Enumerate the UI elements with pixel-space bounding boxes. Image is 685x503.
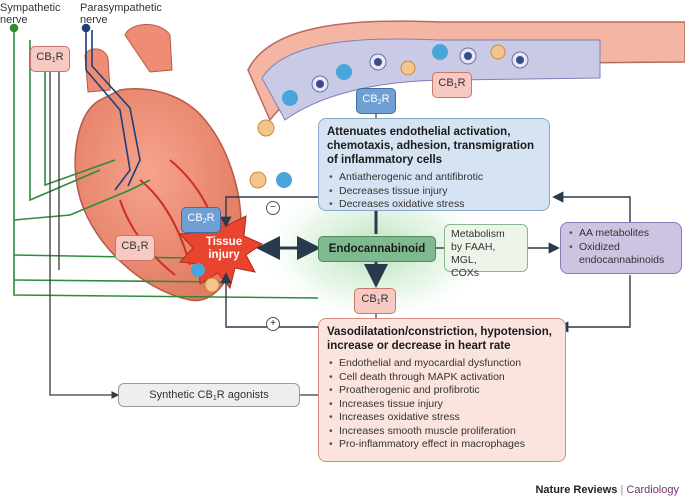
list-item: Decreases oxidative stress — [329, 198, 541, 212]
endocannabinoid-box: Endocannabinoid — [318, 236, 436, 262]
synthetic-agonists-box: Synthetic CB1R agonists — [118, 383, 300, 407]
cb2r-heart-badge: CB2R — [181, 207, 221, 233]
cb1-effects-title: Vasodilatation/constriction, hypotension… — [327, 326, 552, 352]
cb1r-nerve-badge: CB1R — [30, 46, 70, 72]
inhibition-sign: − — [266, 201, 280, 215]
sympathetic-label-line2: nerve — [0, 14, 28, 26]
cb2-effects-box: Attenuates endothelial activation, chemo… — [318, 118, 550, 211]
stimulation-sign: + — [266, 317, 280, 331]
cb1r-heart-badge: CB1R — [115, 235, 155, 261]
parasympathetic-nerve-label: Parasympathetic nerve — [80, 2, 162, 26]
sympathetic-nerve-lines — [9, 23, 319, 299]
tissue-injury-label: Tissue injury — [205, 236, 243, 261]
parasympathetic-nerve-lines — [81, 23, 141, 191]
blood-vessel — [247, 20, 685, 122]
parasympathetic-label-line2: nerve — [80, 14, 108, 26]
metabolism-box: Metabolism by FAAH, MGL, COXs — [444, 224, 528, 279]
list-item: Increases oxidative stress — [329, 411, 557, 425]
list-item: Antiatherogenic and antifibrotic — [329, 171, 541, 185]
list-item: Decreases tissue injury — [329, 185, 541, 199]
cb2r-vessel-badge: CB2R — [356, 88, 396, 114]
list-item: Pro-inflammatory effect in macrophages — [329, 438, 557, 452]
sympathetic-label-line1: Sympathetic — [0, 2, 61, 14]
cb1r-central-badge: CB1R — [354, 288, 396, 314]
metabolites-box: AA metabolites Oxidized endocannabinoids — [560, 222, 682, 274]
cb2-effects-title: Attenuates endothelial activation, chemo… — [327, 126, 535, 166]
credit-journal: Cardiology — [626, 484, 679, 496]
list-item: AA metabolites — [569, 227, 675, 241]
list-item: Endothelial and myocardial dysfunction — [329, 357, 557, 371]
cb1-effects-box: Vasodilatation/constriction, hypotension… — [318, 318, 566, 462]
metabolites-list: AA metabolites Oxidized endocannabinoids — [567, 227, 675, 268]
parasympathetic-label-line1: Parasympathetic — [80, 2, 162, 14]
cb2-effects-list: Antiatherogenic and antifibrotic Decreas… — [327, 171, 541, 212]
cb1r-vessel-badge: CB1R — [432, 72, 472, 98]
credit-brand: Nature Reviews — [535, 484, 618, 496]
immune-cells — [191, 119, 292, 293]
list-item: Increases smooth muscle proliferation — [329, 425, 557, 439]
list-item: Oxidized — [569, 241, 675, 255]
journal-credit: Nature Reviews | Cardiology — [535, 484, 679, 496]
list-item: Proatherogenic and profibrotic — [329, 384, 557, 398]
cb1-effects-list: Endothelial and myocardial dysfunction C… — [327, 357, 557, 452]
list-item: Cell death through MAPK activation — [329, 371, 557, 385]
list-item: endocannabinoids — [579, 254, 665, 266]
sympathetic-nerve-label: Sympathetic nerve — [0, 2, 61, 26]
list-item: Increases tissue injury — [329, 398, 557, 412]
